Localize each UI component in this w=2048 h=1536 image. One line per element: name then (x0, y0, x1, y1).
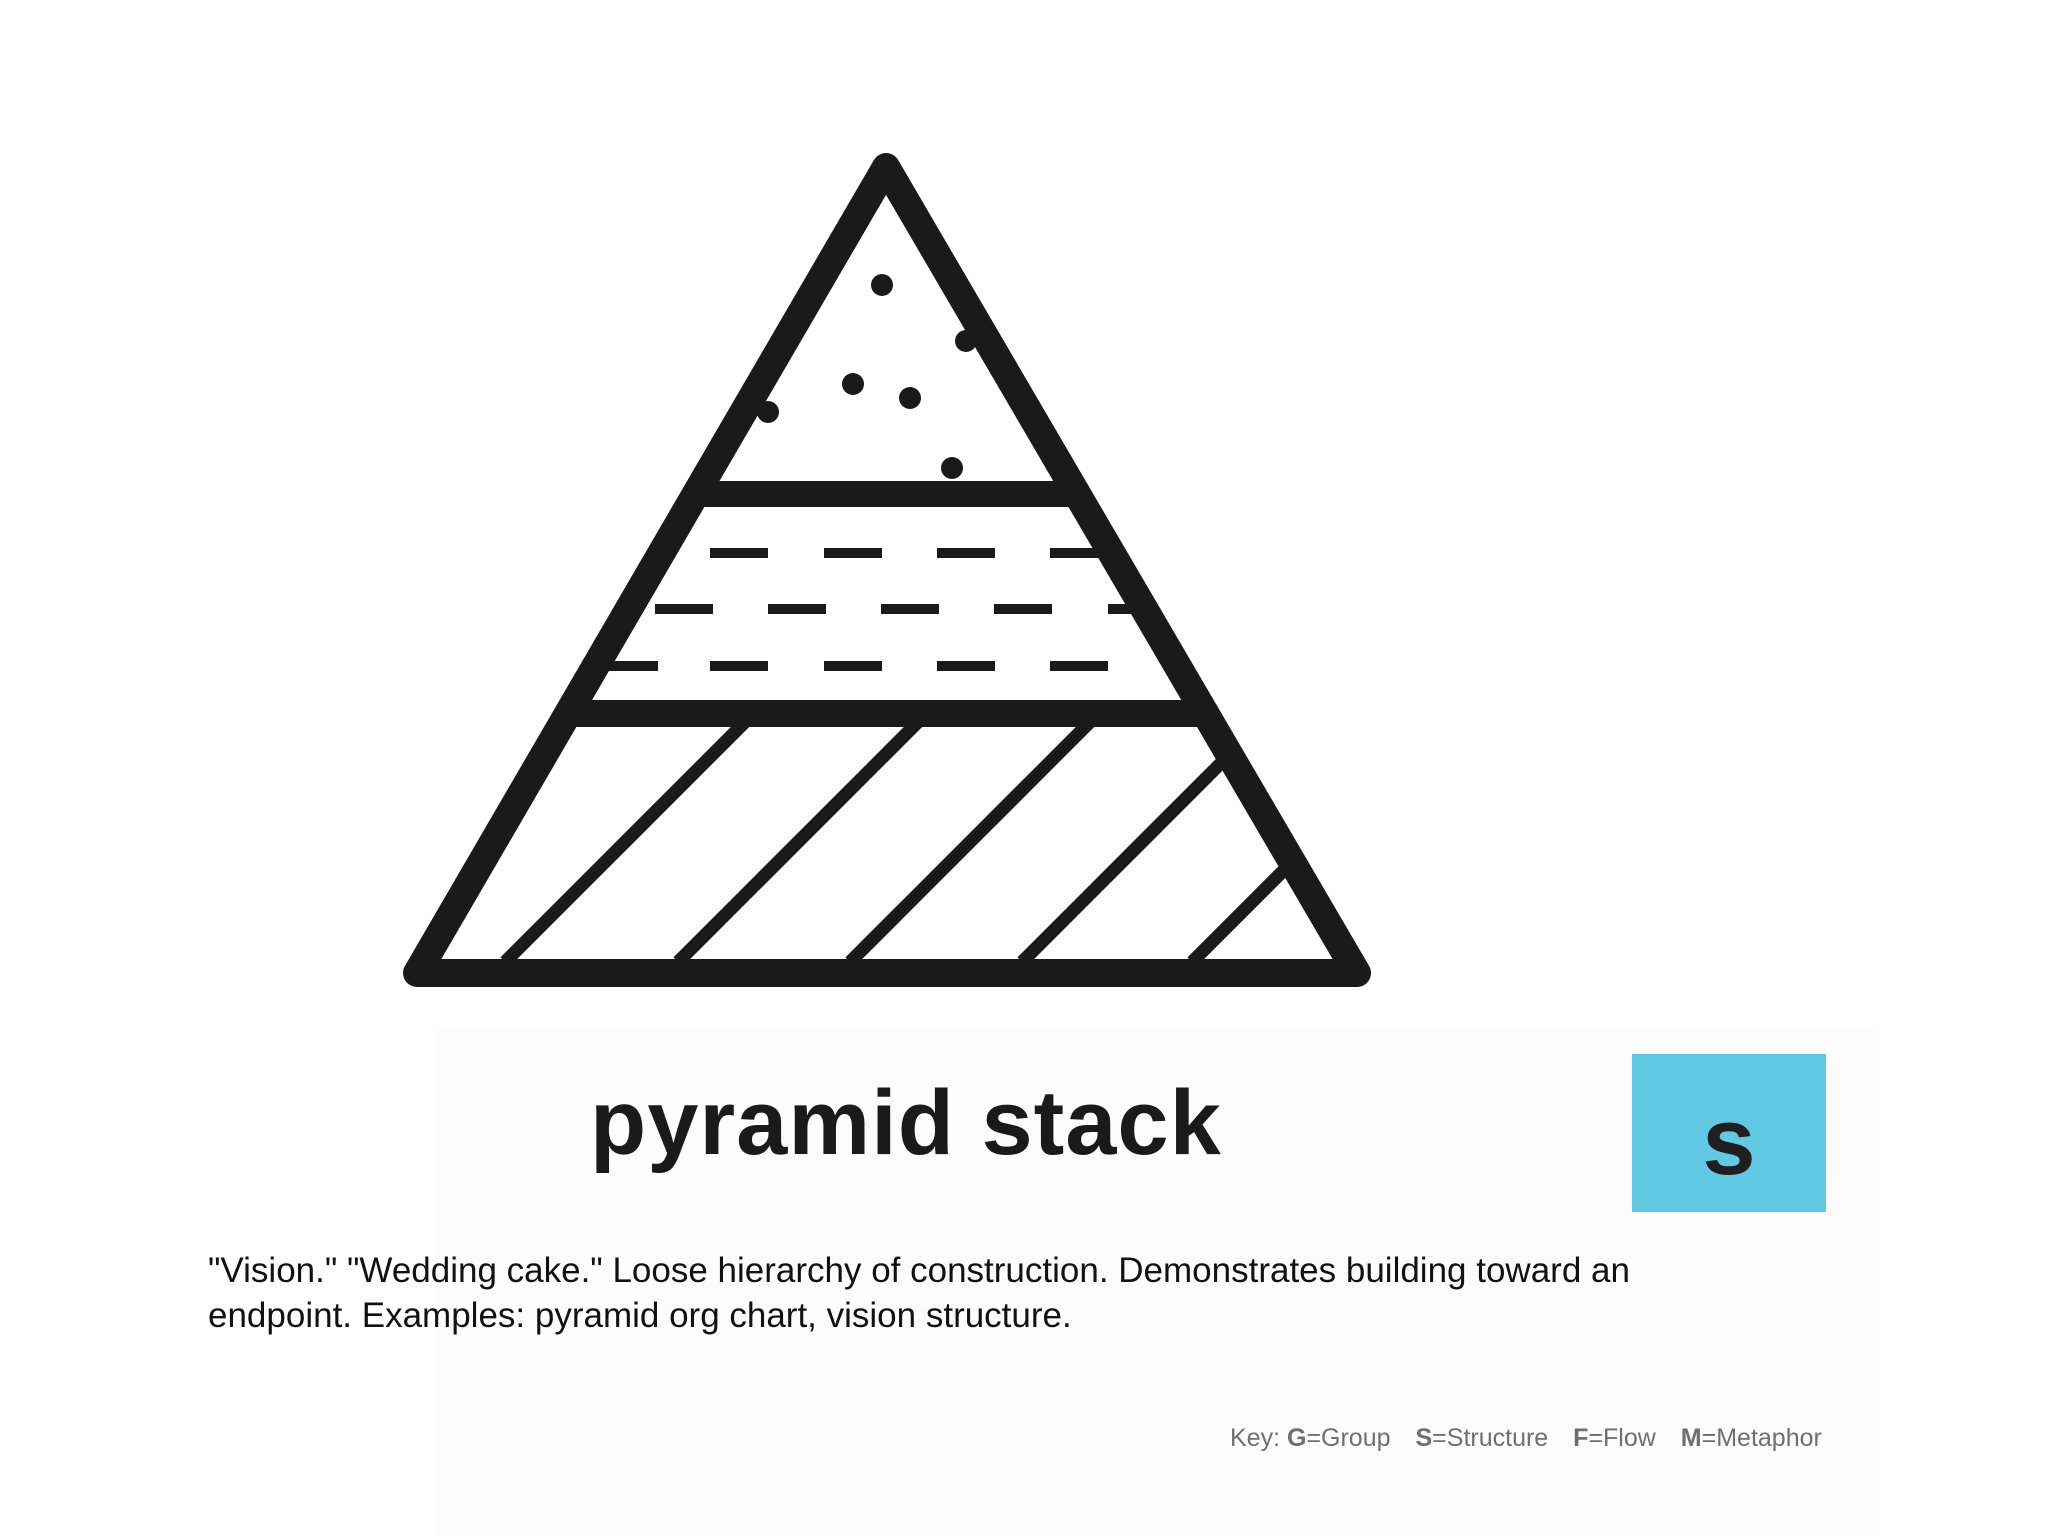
description-text: "Vision." "Wedding cake." Loose hierarch… (208, 1251, 1630, 1335)
category-badge: s (1632, 1054, 1826, 1212)
bottom-tier-hatch (500, 717, 1357, 967)
category-badge-letter: s (1702, 1088, 1756, 1195)
key-item-flow: F=Flow (1573, 1424, 1656, 1452)
pyramid-outline (403, 153, 1371, 987)
category-badge-bg (1632, 1054, 1826, 1212)
key-item-group: G=Group (1286, 1424, 1391, 1452)
legend-key: Key: G=Group S=Structure F=Flow M=Metaph… (1230, 1420, 1850, 1456)
key-prefix: Key: (1230, 1424, 1281, 1452)
key-item-structure: S=Structure (1415, 1424, 1549, 1452)
diagram-title: pyramid stack (590, 1072, 1222, 1174)
key-item-metaphor: M=Metaphor (1680, 1424, 1822, 1452)
middle-tier-dashes (600, 548, 1166, 671)
